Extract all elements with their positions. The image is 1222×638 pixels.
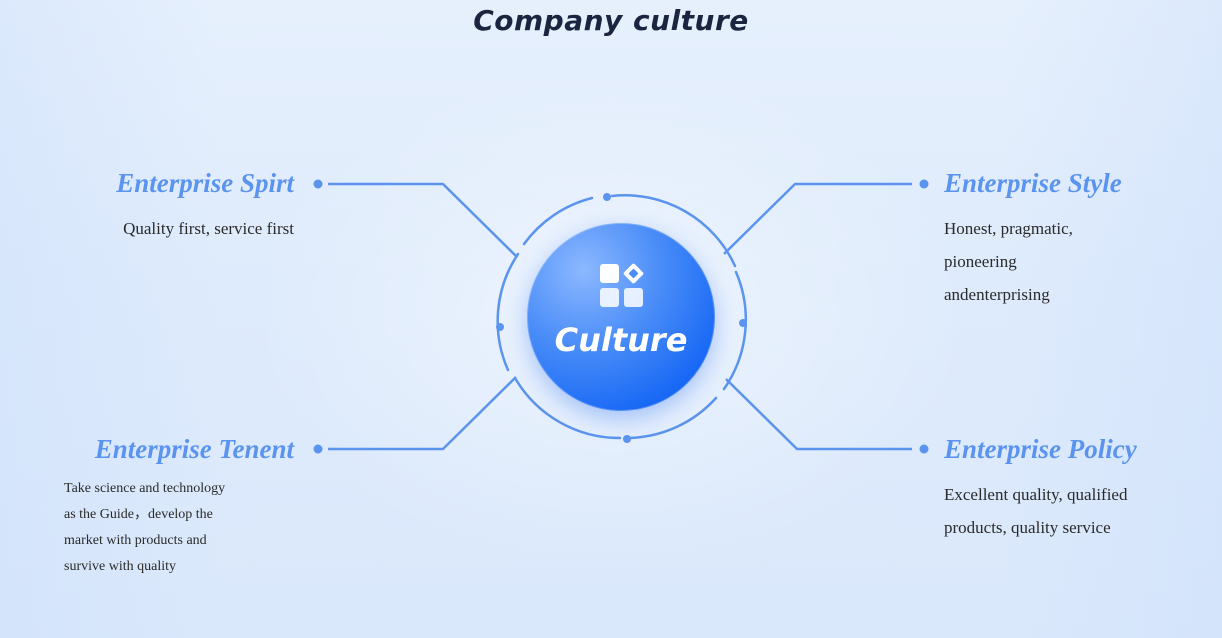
connector-dot-style: [919, 179, 929, 189]
ring-arc-bottom-left: [513, 376, 622, 440]
node-text-line: pioneering: [944, 252, 1017, 271]
ring-dot-right: [739, 319, 747, 327]
ring-dot-left: [496, 323, 504, 331]
node-text-line: products, quality service: [944, 518, 1111, 537]
node-text-line: Quality first, service first: [123, 219, 294, 238]
connector-spirit: [328, 182, 517, 257]
ring-arc-top: [610, 194, 737, 268]
node-text-line: andenterprising: [944, 285, 1050, 304]
apps-grid-icon: [600, 263, 644, 307]
connector-dot-spirit: [313, 179, 323, 189]
node-text-spirit: Quality first, service first: [123, 212, 294, 245]
connector-dot-tenent: [313, 444, 323, 454]
ring-arc-top-left: [522, 196, 594, 246]
node-title-spirit: Enterprise Spirt: [116, 168, 294, 198]
node-text-line: Honest, pragmatic,: [944, 219, 1073, 238]
node-text-line: survive with quality: [64, 559, 176, 574]
node-text-style: Honest, pragmatic, pioneering andenterpr…: [944, 212, 1073, 311]
node-text-line: Take science and technology: [64, 481, 226, 496]
node-title-policy: Enterprise Policy: [944, 434, 1137, 464]
center-label: Culture: [554, 321, 688, 359]
ring-dot-top: [603, 193, 611, 201]
connector-dot-policy: [919, 444, 929, 454]
node-title-tenent: Enterprise Tenent: [94, 434, 294, 464]
node-text-tenent: Take science and technology as the Guide…: [64, 476, 225, 580]
node-title-style: Enterprise Style: [944, 168, 1122, 198]
node-text-policy: Excellent quality, qualified products, q…: [944, 478, 1127, 544]
connector-style: [723, 182, 912, 255]
ring-dot-bottom: [623, 435, 631, 443]
node-text-line: Excellent quality, qualified: [944, 485, 1128, 504]
page-title: Company culture: [473, 4, 749, 37]
connector-tenent: [328, 376, 517, 451]
ring-arc-bottom: [626, 396, 718, 440]
center-circle: Culture: [527, 223, 715, 411]
connector-policy: [725, 378, 912, 451]
ring-arc-right: [722, 270, 747, 391]
ring-arc-left: [496, 252, 520, 372]
node-text-line: as the Guide，develop the: [64, 507, 213, 522]
node-text-line: market with products and: [64, 533, 207, 548]
